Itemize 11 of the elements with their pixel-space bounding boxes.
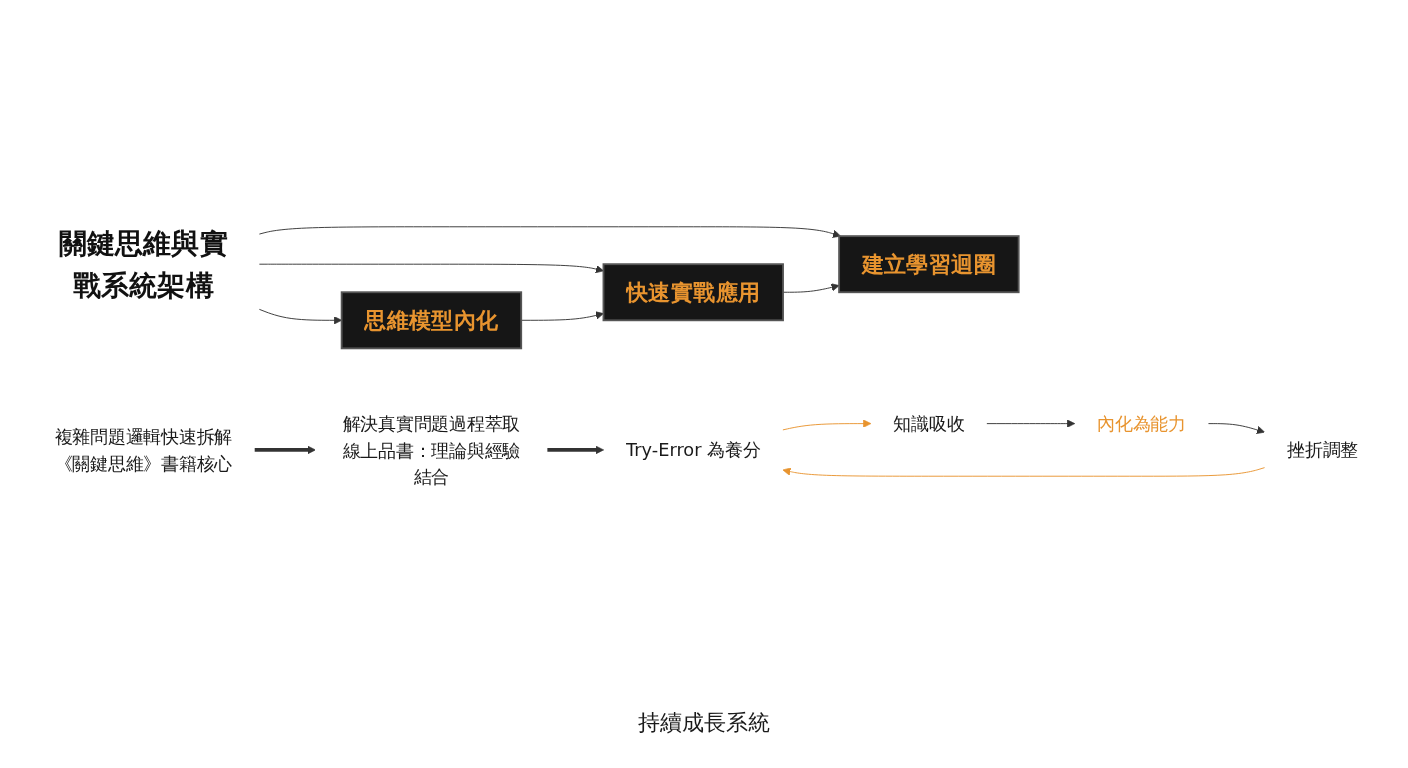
node-text: 複雜問題邏輯快速拆解 《關鍵思維》書籍核心 (54, 426, 233, 474)
node-text: 關鍵思維與實戰系統架構 (59, 226, 228, 302)
arrow (254, 445, 316, 455)
node-text: 解決真實問題過程萃取 線上品書：理論與經驗結合 (342, 412, 521, 487)
node-text: 知識吸收 (893, 413, 965, 434)
node-box: 思維模型內化 (340, 291, 523, 350)
node-text: 挫折調整 (1287, 439, 1359, 460)
node-text: Try-Error 為養分 (626, 439, 761, 460)
bullet-text: 持續成長系統 (637, 709, 771, 737)
node-text: 內化為能力 (1097, 413, 1187, 434)
arrow (547, 445, 604, 455)
